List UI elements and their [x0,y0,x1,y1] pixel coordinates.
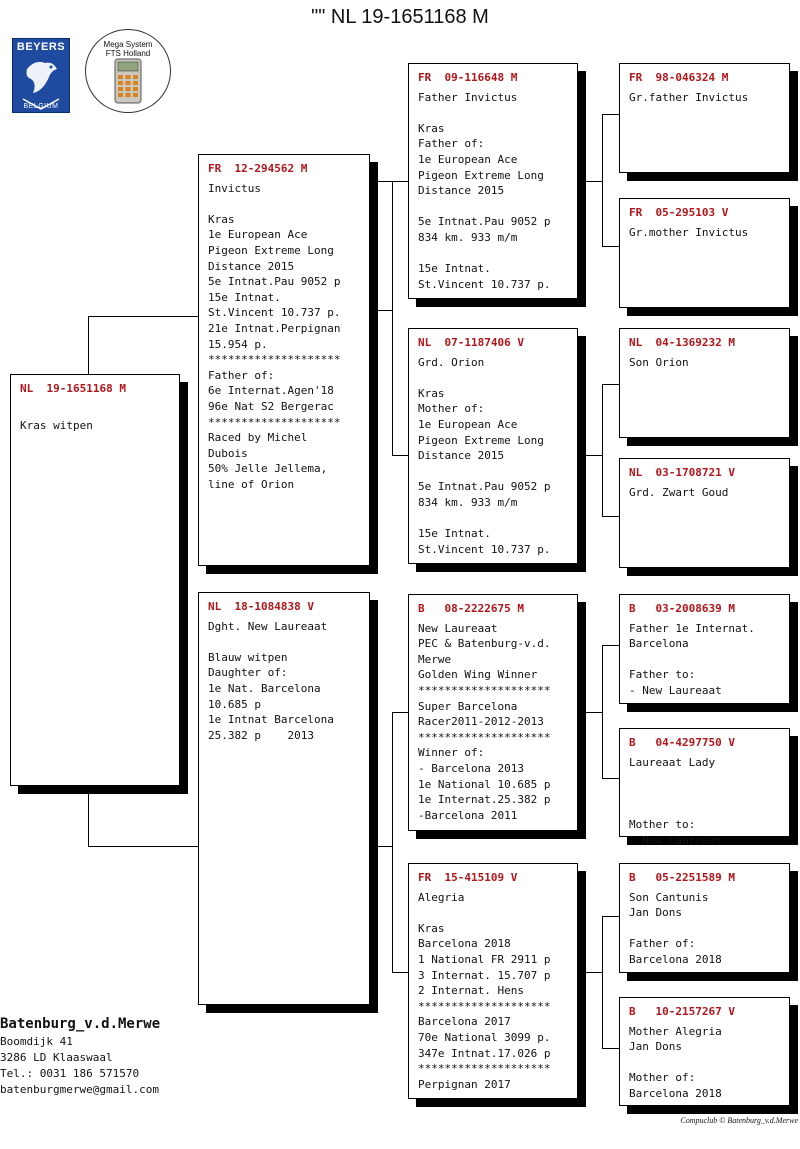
clock-device-icon [114,58,142,104]
owner-contact: Batenburg_v.d.Merwe Boomdijk 41 3286 LD … [0,1014,160,1098]
pigeon-card-mother-mother[interactable]: FR 15-415109 V Alegria Kras Barcelona 20… [408,863,578,1099]
mega-logo-line2: FTS Holland [105,49,151,58]
pigeon-description: Laureaat Lady Mother to: - New Laureaat [629,755,722,847]
connector [378,310,393,311]
pigeon-card-mother-father[interactable]: B 08-2222675 M New Laureaat PEC & Batenb… [408,594,578,831]
pigeon-description: Kras witpen [20,418,93,432]
pigeon-icon [22,61,60,110]
connector [602,114,620,115]
mega-system-logo: Mega System FTS Holland [85,29,171,113]
connector [88,316,200,317]
connector [602,645,620,646]
pigeon-description: Father 1e Internat. Barcelona Father to:… [629,621,755,697]
connector [602,246,620,247]
ring-number: B 04-4297750 V [629,736,735,749]
connector [586,972,603,973]
pigeon-description: Son Cantunis Jan Dons Father of: Barcelo… [629,890,722,966]
pigeon-description: Dght. New Laureaat Blauw witpen Daughter… [208,619,334,742]
ring-number: B 08-2222675 M [418,602,524,615]
connector [378,181,393,182]
ring-number: NL 19-1651168 M [20,382,126,395]
connector [392,972,410,973]
connector [602,778,620,779]
ring-number: FR 98-046324 M [629,71,729,84]
pigeon-card-fm-mother[interactable]: NL 03-1708721 V Grd. Zwart Goud [619,458,790,568]
connector [586,181,603,182]
connector [392,712,410,713]
connector [88,786,89,846]
owner-email[interactable]: batenburgmerwe@gmail.com [0,1083,159,1096]
pigeon-card-mother[interactable]: NL 18-1084838 V Dght. New Laureaat Blauw… [198,592,370,1005]
beyers-logo-country: BELGIUM [23,103,59,110]
ring-number: B 03-2008639 M [629,602,735,615]
connector [586,712,603,713]
pigeon-card-father-father[interactable]: FR 09-116648 M Father Invictus Kras Fath… [408,63,578,299]
connector [602,916,620,917]
ring-number: FR 05-295103 V [629,206,729,219]
beyers-logo-brand: BEYERS [16,41,66,53]
connector [392,181,393,455]
pigeon-description: Gr.father Invictus [629,90,749,104]
connector [602,916,603,1048]
pigeon-card-mf-father[interactable]: B 03-2008639 M Father 1e Internat. Barce… [619,594,790,704]
connector [586,455,603,456]
owner-phone: Tel.: 0031 186 571570 [0,1067,140,1080]
pigeon-description: Invictus Kras 1e European Ace Pigeon Ext… [208,181,341,491]
connector [602,114,603,246]
connector [602,1048,620,1049]
pigeon-description: Son Orion [629,355,689,369]
ring-number: FR 15-415109 V [418,871,518,884]
ring-number: NL 07-1187406 V [418,336,524,349]
pigeon-description: Grd. Orion Kras Mother of: 1e European A… [418,355,551,556]
pigeon-description: Father Invictus Kras Father of: 1e Europ… [418,90,551,291]
connector [88,846,200,847]
ring-number: B 10-2157267 V [629,1005,735,1018]
connector [378,846,393,847]
ring-number: B 05-2251589 M [629,871,735,884]
beyers-logo: BEYERS BELGIUM [12,38,70,113]
connector [392,455,410,456]
owner-name: Batenburg_v.d.Merwe [0,1016,161,1032]
pigeon-description: New Laureaat PEC & Batenburg-v.d. Merwe … [418,621,551,822]
software-credit: Compuclub © Batenburg_v.d.Merwe [680,1116,798,1125]
connector [88,316,89,384]
pigeon-card-subject[interactable]: NL 19-1651168 M Kras witpen [10,374,180,786]
mega-logo-line1: Mega System [103,40,153,49]
pigeon-card-mm-father[interactable]: B 05-2251589 M Son Cantunis Jan Dons Fat… [619,863,790,973]
pedigree-title: "" NL 19-1651168 M [311,6,489,28]
connector [392,712,393,972]
ring-number: NL 18-1084838 V [208,600,314,613]
owner-address: Boomdijk 41 [0,1035,73,1048]
connector [602,384,620,385]
pigeon-description: Grd. Zwart Goud [629,485,729,499]
pigeon-card-mm-mother[interactable]: B 10-2157267 V Mother Alegria Jan Dons M… [619,997,790,1106]
ring-number: NL 03-1708721 V [629,466,735,479]
ring-number: FR 12-294562 M [208,162,308,175]
connector [602,516,620,517]
pigeon-description: Gr.mother Invictus [629,225,749,239]
pigeon-card-fm-father[interactable]: NL 04-1369232 M Son Orion [619,328,790,438]
ring-number: NL 04-1369232 M [629,336,735,349]
connector [602,645,603,778]
ring-number: FR 09-116648 M [418,71,518,84]
owner-city: 3286 LD Klaaswaal [0,1051,113,1064]
pigeon-card-father[interactable]: FR 12-294562 M Invictus Kras 1e European… [198,154,370,566]
pigeon-card-father-mother[interactable]: NL 07-1187406 V Grd. Orion Kras Mother o… [408,328,578,564]
pigeon-description: Alegria Kras Barcelona 2018 1 National F… [418,890,551,1091]
pigeon-card-ff-father[interactable]: FR 98-046324 M Gr.father Invictus [619,63,790,173]
pigeon-card-ff-mother[interactable]: FR 05-295103 V Gr.mother Invictus [619,198,790,308]
connector [392,181,410,182]
pigeon-card-mf-mother[interactable]: B 04-4297750 V Laureaat Lady Mother to: … [619,728,790,847]
pigeon-description: Mother Alegria Jan Dons Mother of: Barce… [629,1024,722,1100]
connector [602,384,603,516]
